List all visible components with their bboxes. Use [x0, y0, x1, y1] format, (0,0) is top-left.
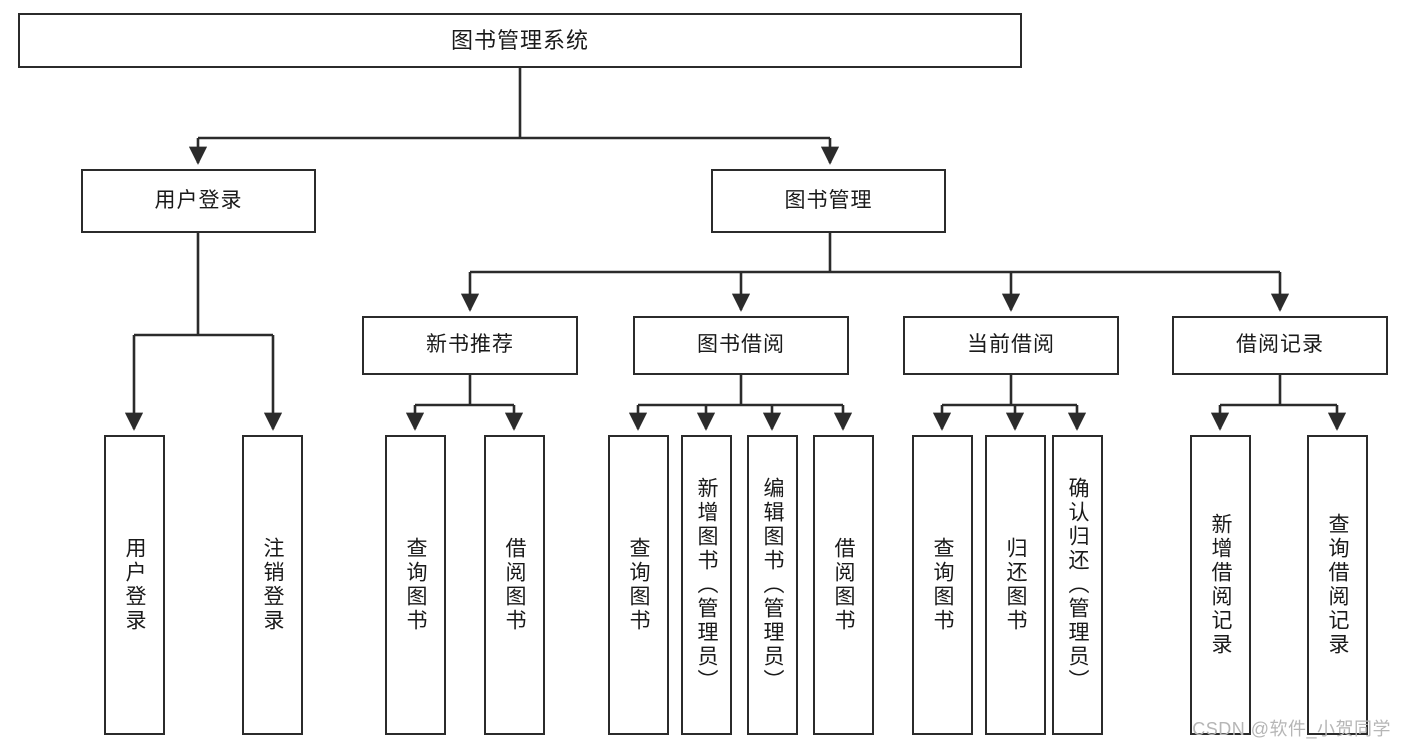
- node-leaf-query-book-2-label: 查询图书: [627, 537, 651, 633]
- node-user-login-label: 用户登录: [154, 188, 243, 212]
- node-current-borrow-label: 当前借阅: [967, 333, 1055, 357]
- node-leaf-user-logout[interactable]: 注销登录: [242, 435, 303, 735]
- node-leaf-add-borrow-record-label: 新增借阅记录: [1209, 513, 1233, 657]
- node-user-login[interactable]: 用户登录: [81, 169, 316, 233]
- node-leaf-edit-book-admin[interactable]: 编辑图书（管理员）: [747, 435, 798, 735]
- node-leaf-query-book-1[interactable]: 查询图书: [385, 435, 446, 735]
- node-book-borrow-label: 图书借阅: [697, 333, 785, 357]
- node-leaf-confirm-return-admin-label: 确认归还（管理员）: [1066, 477, 1090, 693]
- node-leaf-query-borrow-record[interactable]: 查询借阅记录: [1307, 435, 1368, 735]
- node-new-book-recommend-label: 新书推荐: [426, 333, 514, 357]
- node-root[interactable]: 图书管理系统: [18, 13, 1022, 68]
- node-book-management[interactable]: 图书管理: [711, 169, 946, 233]
- node-leaf-query-book-3[interactable]: 查询图书: [912, 435, 973, 735]
- node-leaf-borrow-book-1[interactable]: 借阅图书: [484, 435, 545, 735]
- node-leaf-add-book-admin-label: 新增图书（管理员）: [695, 477, 719, 693]
- node-leaf-return-book[interactable]: 归还图书: [985, 435, 1046, 735]
- node-borrow-record-label: 借阅记录: [1236, 333, 1324, 357]
- node-leaf-return-book-label: 归还图书: [1004, 537, 1028, 633]
- node-current-borrow[interactable]: 当前借阅: [903, 316, 1119, 375]
- node-leaf-add-book-admin[interactable]: 新增图书（管理员）: [681, 435, 732, 735]
- node-leaf-user-login-label: 用户登录: [123, 537, 147, 633]
- node-leaf-borrow-book-2-label: 借阅图书: [832, 537, 856, 633]
- node-borrow-record[interactable]: 借阅记录: [1172, 316, 1388, 375]
- node-leaf-query-borrow-record-label: 查询借阅记录: [1326, 513, 1350, 657]
- node-leaf-user-login[interactable]: 用户登录: [104, 435, 165, 735]
- node-leaf-query-book-2[interactable]: 查询图书: [608, 435, 669, 735]
- node-leaf-user-logout-label: 注销登录: [261, 537, 285, 633]
- node-root-label: 图书管理系统: [450, 27, 589, 53]
- node-leaf-confirm-return-admin[interactable]: 确认归还（管理员）: [1052, 435, 1103, 735]
- node-leaf-borrow-book-1-label: 借阅图书: [503, 537, 527, 633]
- node-book-borrow[interactable]: 图书借阅: [633, 316, 849, 375]
- node-leaf-edit-book-admin-label: 编辑图书（管理员）: [761, 477, 785, 693]
- node-leaf-add-borrow-record[interactable]: 新增借阅记录: [1190, 435, 1251, 735]
- node-leaf-borrow-book-2[interactable]: 借阅图书: [813, 435, 874, 735]
- node-new-book-recommend[interactable]: 新书推荐: [362, 316, 578, 375]
- node-leaf-query-book-1-label: 查询图书: [404, 537, 428, 633]
- node-book-management-label: 图书管理: [784, 188, 873, 212]
- node-leaf-query-book-3-label: 查询图书: [931, 537, 955, 633]
